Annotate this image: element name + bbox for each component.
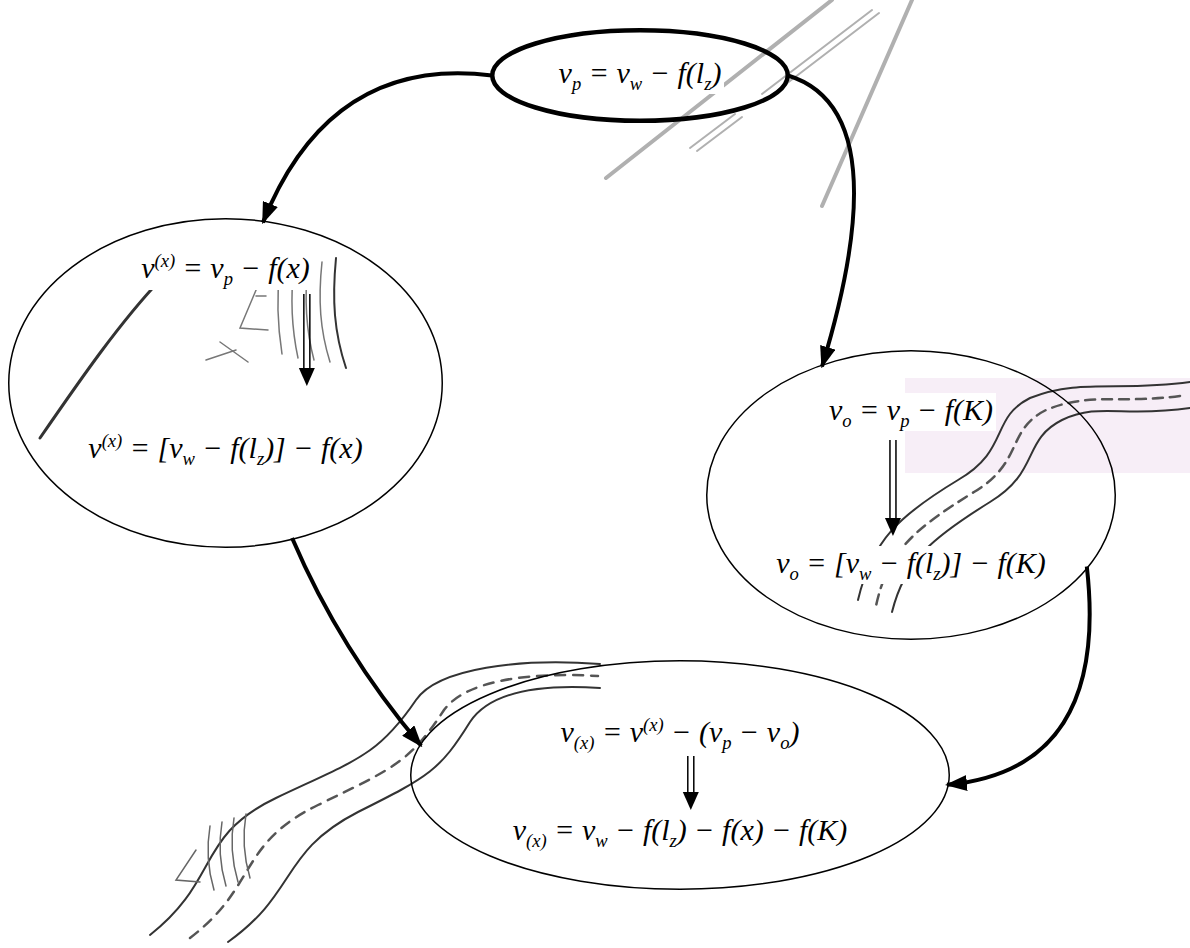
- implies-arrow-head: [885, 518, 901, 536]
- ellipse-outline: [410, 660, 950, 890]
- straight-road-edge: [822, 0, 912, 206]
- formula: v(x) = vp − f(x): [138, 250, 313, 289]
- implies-arrow: [688, 756, 694, 794]
- ellipse-outline: [411, 661, 950, 890]
- ellipse-outline: [9, 219, 443, 548]
- road-strip: [320, 262, 330, 362]
- road-strip: [334, 258, 346, 368]
- implies-arrow: [304, 294, 310, 370]
- curved-arrow: [292, 538, 421, 746]
- ellipse-outline: [492, 30, 788, 121]
- curved-arrow: [788, 76, 854, 367]
- curved-arrow: [263, 73, 492, 222]
- formula: vo = vp − f(K): [826, 393, 996, 431]
- ellipse-node: v(x) = vp − f(x) v(x) = [vw − f(lz)] − f(…: [8, 218, 443, 548]
- implies-arrow-head: [299, 368, 315, 386]
- ellipse-node: v(x) = v(x) − (vp − vo) v(x) = vw − f(lz)…: [410, 660, 950, 890]
- formula: v(x) = vw − f(lz) − f(x) − f(K): [510, 813, 851, 851]
- road-marking: [176, 814, 250, 890]
- formula: v(x) = [vw − f(lz)] − f(x): [85, 430, 365, 469]
- winding-road-edge: [150, 662, 600, 935]
- ellipse-node: vp = vw − f(lz): [490, 28, 790, 123]
- curved-arrow: [947, 567, 1090, 785]
- implies-arrow-head: [683, 792, 699, 810]
- formula: vo = [vw − f(lz)] − f(K): [773, 546, 1049, 584]
- ellipse-outline: [707, 351, 1116, 640]
- formula: vp = vw − f(lz): [556, 56, 725, 94]
- implies-arrow: [890, 440, 896, 520]
- formula: v(x) = v(x) − (vp − vo): [558, 714, 803, 753]
- road-curve: [40, 278, 162, 438]
- ellipse-node: vo = vp − f(K) vo = [vw − f(lz)] − f(K): [706, 350, 1116, 640]
- road-centre-line: [762, 10, 879, 97]
